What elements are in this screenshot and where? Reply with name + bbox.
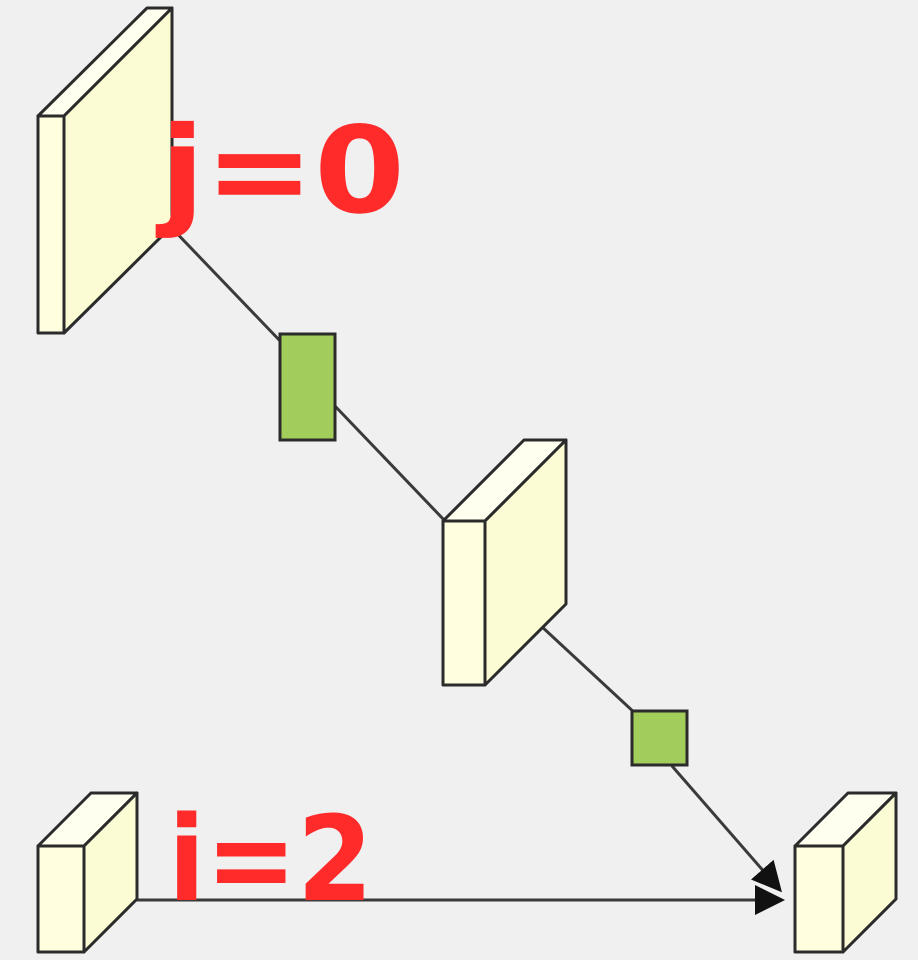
- block-large-top-left: [36, 6, 174, 335]
- edge-middle-to-connector-lower: [538, 623, 638, 716]
- block-small-bottom-left: [36, 791, 139, 954]
- edge-connector-upper-to-middle: [332, 403, 448, 524]
- annotation-j: j=0: [156, 102, 405, 241]
- edge-connector-lower-to-bottom-right: [670, 765, 782, 893]
- edges: [116, 170, 785, 915]
- connector-upper: [278, 332, 337, 442]
- block-front-face: [36, 844, 86, 954]
- block-front-face: [36, 114, 66, 335]
- connector-lower: [630, 709, 689, 767]
- block-middle: [441, 438, 568, 687]
- block-small-bottom-right: [793, 791, 898, 954]
- block-front-face: [793, 844, 845, 954]
- block-front-face: [441, 519, 487, 687]
- annotation-i: i=2: [168, 790, 373, 928]
